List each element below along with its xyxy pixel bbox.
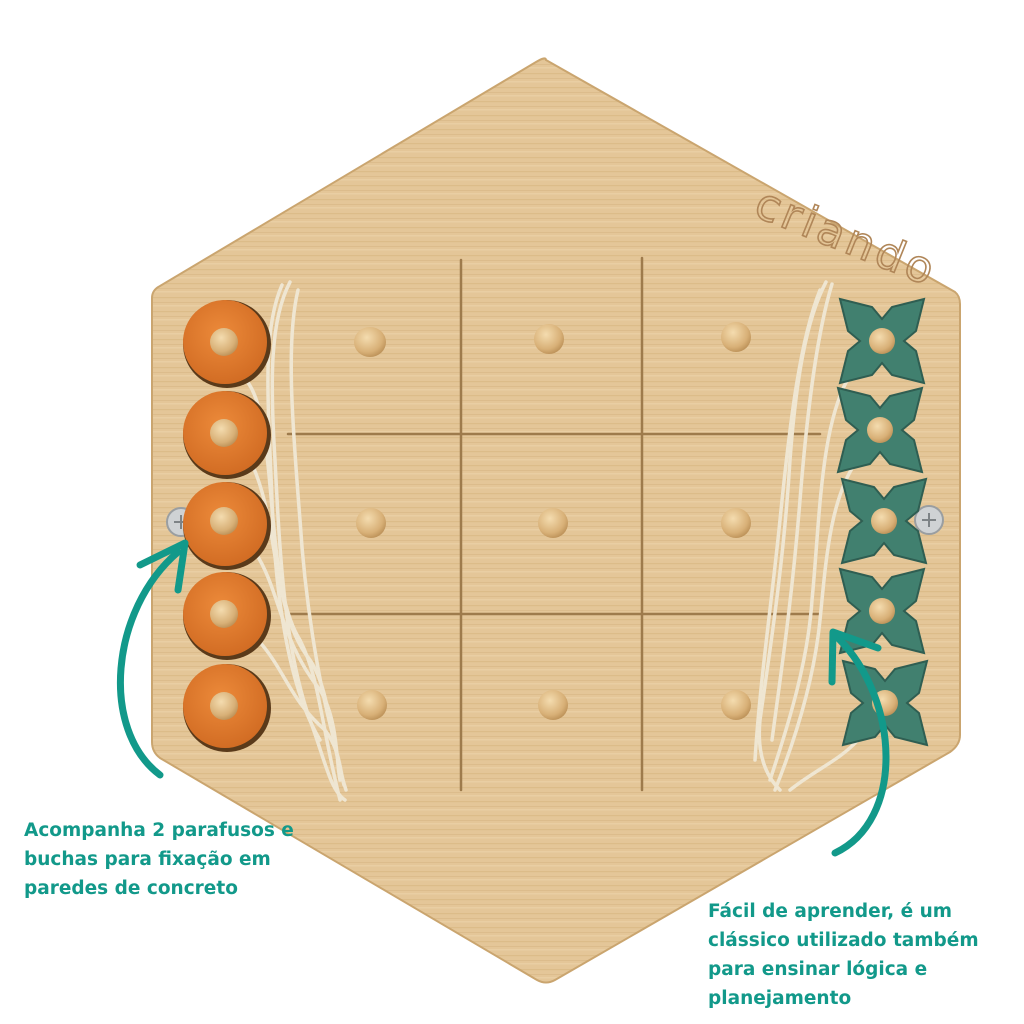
green-x-piece-2[interactable] <box>836 386 924 474</box>
arrow-right <box>831 634 890 857</box>
peg-r3c1 <box>357 690 387 720</box>
orange-ring-piece-3[interactable] <box>183 482 271 570</box>
green-pieces-column <box>836 297 929 747</box>
peg-r1c2 <box>534 324 564 354</box>
caption-left: Acompanha 2 parafusos e buchas para fixa… <box>24 820 294 899</box>
grid-grooves <box>286 256 822 792</box>
strings-right <box>753 280 860 792</box>
orange-ring-piece-4[interactable] <box>183 572 271 660</box>
peg-r2c1 <box>356 508 386 538</box>
orange-ring-piece-2[interactable] <box>183 391 271 479</box>
green-x-piece-1[interactable] <box>838 297 926 385</box>
screw-right <box>914 505 944 535</box>
arrow-left-head <box>136 539 189 594</box>
orange-ring-piece-1[interactable] <box>183 300 271 388</box>
peg-r1c3 <box>721 322 751 352</box>
peg-r1c1 <box>354 327 386 357</box>
peg-r2c3 <box>721 508 751 538</box>
green-x-piece-5[interactable] <box>841 659 929 747</box>
board-pegs <box>354 322 751 720</box>
orange-pieces-column <box>183 300 271 752</box>
peg-r2c2 <box>538 508 568 538</box>
green-x-piece-3[interactable] <box>840 477 928 565</box>
arrow-right-head <box>828 628 882 686</box>
green-x-piece-4[interactable] <box>838 567 926 655</box>
orange-ring-piece-5[interactable] <box>183 664 271 752</box>
caption-right: Fácil de aprender, é um clássico utiliza… <box>708 901 979 1009</box>
arrow-left <box>117 548 182 779</box>
peg-r3c3 <box>721 690 751 720</box>
peg-r3c2 <box>538 690 568 720</box>
